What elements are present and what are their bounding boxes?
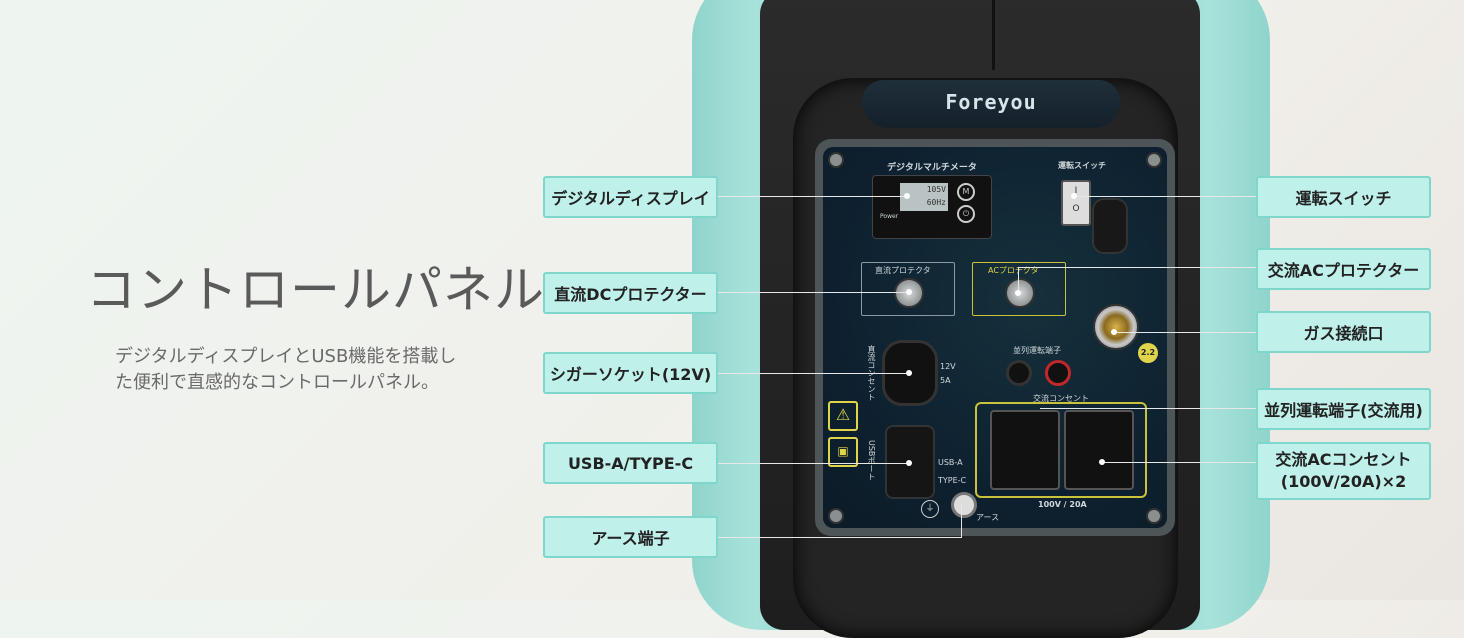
ac-outlet-1[interactable] bbox=[990, 410, 1060, 490]
callout-dot bbox=[906, 460, 912, 466]
lcd-frequency: 60Hz bbox=[926, 198, 946, 207]
connector-line bbox=[1018, 267, 1258, 268]
lcd-voltage: 105V bbox=[926, 185, 946, 194]
callout-dot bbox=[1111, 329, 1117, 335]
connector-line bbox=[1102, 462, 1258, 463]
connector-line bbox=[716, 292, 908, 293]
dc-protector-box bbox=[861, 262, 955, 316]
gas-badge-icon: 2.2 bbox=[1138, 343, 1158, 363]
earth-terminal[interactable] bbox=[951, 492, 977, 518]
callout-dc-protector: 直流DCプロテクター bbox=[543, 272, 718, 314]
connector-line bbox=[1074, 196, 1258, 197]
callout-usb: USB-A/TYPE-C bbox=[543, 442, 718, 484]
ac-outlet-2[interactable] bbox=[1064, 410, 1134, 490]
description-line-2: た便利で直感的なコントロールパネル。 bbox=[115, 372, 439, 393]
usb-cover[interactable] bbox=[885, 425, 935, 499]
callout-dot bbox=[906, 289, 912, 295]
amp-label: 5A bbox=[940, 376, 951, 385]
brand-logo: Foreyou bbox=[945, 90, 1037, 114]
parallel-label: 並列運転端子 bbox=[1013, 346, 1061, 355]
brand-plate bbox=[862, 80, 1120, 128]
usb-port-label: USBポート bbox=[867, 440, 876, 481]
dc-protector-knob[interactable] bbox=[894, 278, 924, 308]
connector-line bbox=[716, 196, 904, 197]
earth-label: アース bbox=[976, 513, 1000, 522]
warning-icon: ⚠ bbox=[828, 401, 858, 431]
connector-line bbox=[716, 463, 908, 464]
screw-icon bbox=[828, 152, 844, 168]
rating-label: 100V / 20A bbox=[1038, 500, 1087, 509]
volt-label: 12V bbox=[940, 362, 956, 371]
connector-line bbox=[716, 537, 962, 538]
lcd-screen: 105V 60Hz bbox=[900, 183, 948, 211]
description-line-1: デジタルディスプレイとUSB機能を搭載し bbox=[115, 346, 457, 367]
screw-icon bbox=[828, 508, 844, 524]
run-switch-label: 運転スイッチ bbox=[1058, 161, 1106, 170]
ac-outlet-frame bbox=[975, 402, 1147, 498]
callout-ac-protector: 交流ACプロテクター bbox=[1256, 248, 1431, 290]
callout-gas-port: ガス接続口 bbox=[1256, 311, 1431, 353]
callout-dot bbox=[906, 370, 912, 376]
callout-dot bbox=[904, 193, 910, 199]
page-title: コントロールパネル bbox=[86, 261, 545, 319]
callout-ac-outlet-line1: 交流ACコンセント bbox=[1275, 450, 1412, 469]
connector-line bbox=[1018, 267, 1019, 293]
ac-protector-label: ACプロテクタ bbox=[988, 266, 1039, 275]
connector-line bbox=[961, 504, 962, 537]
dc-protector-label: 直流プロテクタ bbox=[875, 266, 931, 275]
callout-dot bbox=[1099, 459, 1105, 465]
parallel-terminal-black[interactable] bbox=[1006, 360, 1032, 386]
parallel-terminal-red[interactable] bbox=[1045, 360, 1071, 386]
usb-a-label: USB-A bbox=[938, 458, 963, 467]
connector-line bbox=[1040, 408, 1258, 409]
eco-button[interactable]: ⏻ bbox=[957, 205, 975, 223]
connector-line bbox=[716, 373, 908, 374]
ac-protector-box bbox=[972, 262, 1066, 316]
type-c-label: TYPE-C bbox=[938, 476, 967, 485]
earth-symbol-icon: ⏚ bbox=[921, 500, 939, 518]
power-label: Power bbox=[880, 213, 899, 220]
callout-cigar-socket: シガーソケット(12V) bbox=[543, 352, 718, 394]
callout-parallel: 並列運転端子(交流用) bbox=[1256, 388, 1431, 430]
body-seam bbox=[992, 0, 995, 70]
connector-line bbox=[1114, 332, 1258, 333]
screw-icon bbox=[1146, 508, 1162, 524]
callout-ac-outlet: 交流ACコンセント (100V/20A)×2 bbox=[1256, 442, 1431, 500]
manual-icon: ▣ bbox=[828, 437, 858, 467]
callout-dot bbox=[1071, 193, 1077, 199]
mode-button[interactable]: M bbox=[957, 183, 975, 201]
callout-dot bbox=[1015, 290, 1021, 296]
callout-digital-display: デジタルディスプレイ bbox=[543, 176, 718, 218]
callout-run-switch: 運転スイッチ bbox=[1256, 176, 1431, 218]
gas-valve-cap[interactable] bbox=[1092, 198, 1128, 254]
ac-outlet-small-label: 交流コンセント bbox=[1033, 394, 1089, 403]
meter-label: デジタルマルチメータ bbox=[887, 163, 977, 173]
callout-ac-outlet-line2: (100V/20A)×2 bbox=[1280, 472, 1407, 491]
callout-earth: アース端子 bbox=[543, 516, 718, 558]
screw-icon bbox=[1146, 152, 1162, 168]
gas-port[interactable] bbox=[1093, 304, 1139, 350]
